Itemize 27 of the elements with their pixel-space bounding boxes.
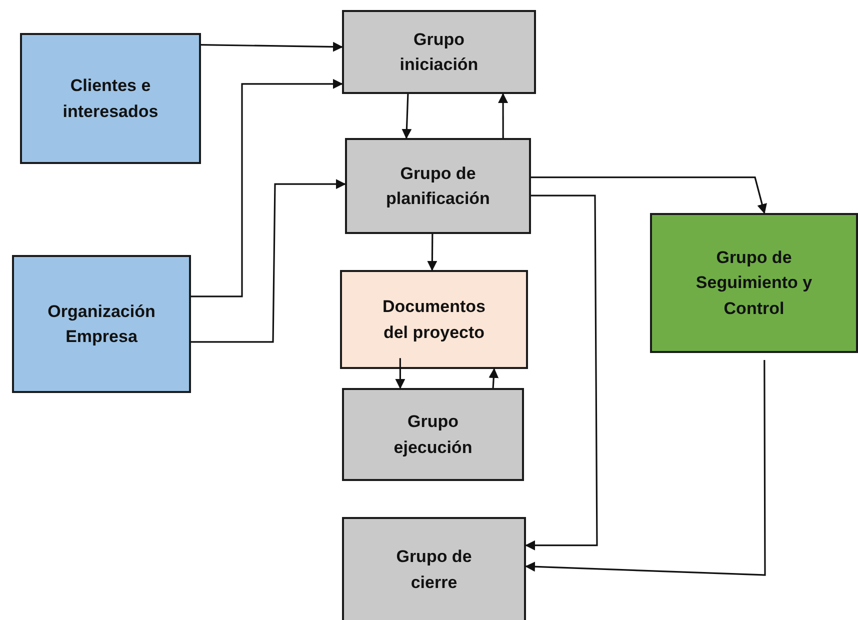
- box-label: Grupo ejecución: [392, 411, 474, 458]
- box-label: Clientes e interesados: [62, 75, 160, 122]
- box-label: Grupo de cierre: [395, 546, 473, 594]
- process-box: [650, 213, 858, 353]
- process-box: [342, 10, 536, 94]
- process-box: [342, 517, 526, 620]
- box-label: Documentos del proyecto: [382, 296, 486, 344]
- box-label: Grupo iniciación: [398, 28, 480, 76]
- box-label: Organización Empresa: [46, 300, 156, 348]
- arrow: [531, 176, 767, 214]
- arrow: [200, 42, 343, 52]
- arrow: [395, 358, 406, 389]
- process-box: [342, 388, 524, 481]
- process-box: [345, 138, 531, 234]
- process-box: [340, 270, 528, 369]
- arrow: [525, 194, 598, 550]
- arrow: [488, 368, 499, 388]
- arrow: [498, 93, 508, 138]
- process-box: [20, 33, 201, 164]
- box-label: Grupo de Seguimiento y Control: [694, 246, 814, 320]
- arrow: [191, 78, 343, 298]
- box-label: Grupo de planificación: [385, 162, 491, 210]
- arrow: [402, 94, 412, 139]
- arrow: [191, 179, 346, 343]
- arrow: [427, 234, 438, 271]
- arrow: [525, 360, 766, 576]
- process-box: [12, 255, 191, 393]
